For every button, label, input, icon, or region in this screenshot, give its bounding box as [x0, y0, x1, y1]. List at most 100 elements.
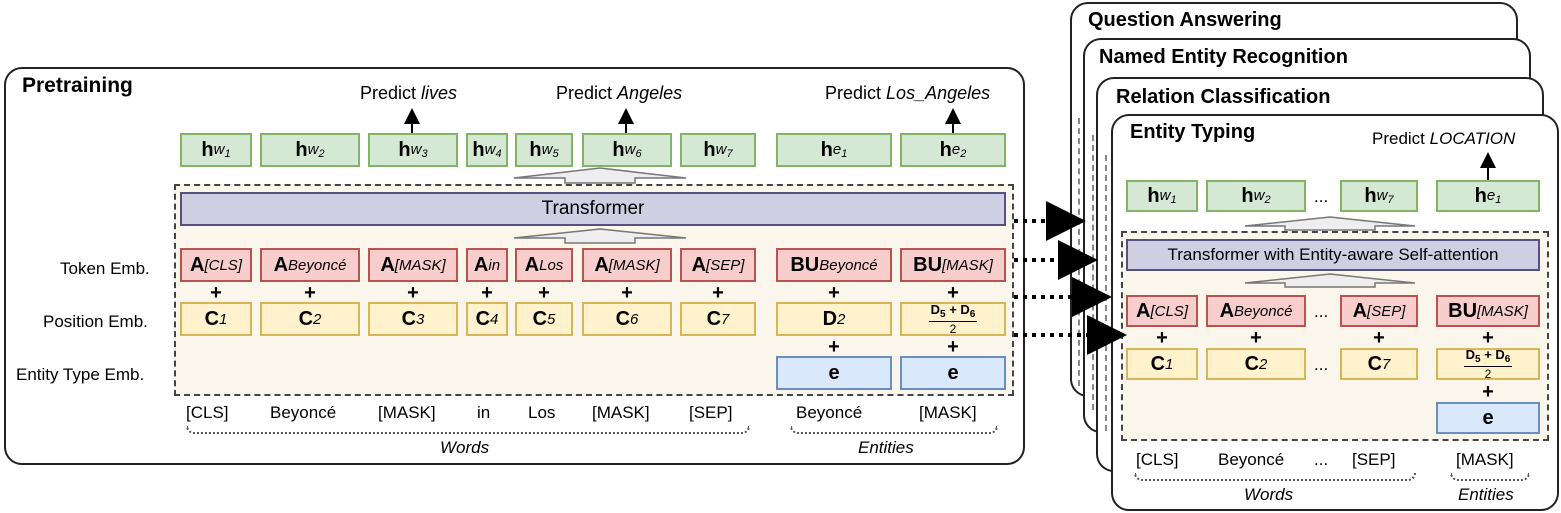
et-entity-type-emb: e	[1436, 402, 1540, 434]
token-emb-mask-1: A[MASK]	[368, 248, 458, 282]
pretraining-transformer: Transformer	[180, 192, 1006, 226]
row-label-token-emb: Token Emb.	[60, 259, 150, 278]
pos-emb-d-fraction: D5 + D6 2	[900, 302, 1006, 336]
plus-sign: +	[712, 282, 724, 304]
predict-location-label: Predict LOCATION	[1372, 129, 1516, 148]
et-token-emb-cls: A[CLS]	[1126, 295, 1198, 327]
fraction: D5 + D6 2	[1463, 347, 1513, 381]
up-block-arrow	[1244, 273, 1416, 288]
up-block-arrow	[513, 228, 687, 244]
plus-sign: +	[1373, 327, 1385, 349]
predict-los-angeles-label: Predict Los_Angeles	[825, 83, 991, 103]
et-input-word: [SEP]	[1352, 450, 1396, 469]
task-title-question-answering: Question Answering	[1088, 9, 1282, 31]
token-emb-sep: A[SEP]	[680, 248, 756, 282]
et-entities-group-label: Entities	[1458, 485, 1514, 504]
entity-emb-mask: BU[MASK]	[900, 248, 1006, 282]
predict-lives-label: Predict lives	[360, 83, 458, 103]
task-title-entity-typing: Entity Typing	[1130, 121, 1256, 143]
et-input-word: [CLS]	[1136, 450, 1179, 469]
plus-sign: +	[304, 282, 316, 304]
row-label-position-emb: Position Emb.	[43, 312, 148, 331]
et-ellipsis: ...	[1314, 450, 1329, 469]
et-entity-emb-mask: BU[MASK]	[1436, 295, 1540, 327]
up-block-arrow	[513, 167, 687, 184]
input-word: [SEP]	[689, 403, 733, 422]
input-entity: [MASK]	[919, 403, 977, 422]
et-ellipsis: ...	[1314, 302, 1329, 321]
fraction: D5 + D6 2	[928, 302, 978, 336]
task-title-relation-classification: Relation Classification	[1116, 86, 1331, 108]
up-block-arrow	[1244, 216, 1416, 231]
predict-angeles-label: Predict Angeles	[556, 83, 683, 103]
plus-sign: +	[947, 336, 959, 358]
plus-sign: +	[621, 282, 633, 304]
et-transformer-entity-aware: Transformer with Entity-aware Self-atten…	[1126, 239, 1540, 271]
input-word: Los	[528, 403, 556, 422]
input-word: in	[477, 403, 491, 422]
plus-sign: +	[1250, 327, 1262, 349]
plus-sign: +	[538, 282, 550, 304]
task-title-ner: Named Entity Recognition	[1099, 46, 1348, 68]
et-input-word: Beyoncé	[1218, 450, 1285, 469]
input-word: [MASK]	[378, 403, 436, 422]
input-word: Beyoncé	[270, 403, 337, 422]
plus-sign: +	[481, 282, 493, 304]
input-word: [MASK]	[592, 403, 650, 422]
token-emb-mask-2: A[MASK]	[582, 248, 672, 282]
token-emb-cls: A[CLS]	[180, 248, 252, 282]
entities-group-label: Entities	[858, 438, 914, 457]
plus-sign: +	[1482, 381, 1494, 403]
et-ellipsis: ...	[1314, 355, 1329, 374]
et-ellipsis: ...	[1314, 187, 1329, 206]
et-input-entity: [MASK]	[1456, 450, 1514, 469]
input-entity: Beyoncé	[796, 403, 863, 422]
entity-type-emb-1: e	[776, 356, 892, 390]
plus-sign: +	[828, 336, 840, 358]
entity-type-emb-2: e	[900, 356, 1006, 390]
words-group-label: Words	[440, 438, 490, 457]
plus-sign: +	[1156, 327, 1168, 349]
plus-sign: +	[947, 282, 959, 304]
input-word: [CLS]	[186, 403, 229, 422]
plus-sign: +	[828, 282, 840, 304]
plus-sign: +	[1482, 327, 1494, 349]
et-token-emb-sep: A[SEP]	[1340, 295, 1418, 327]
row-label-entity-type-emb: Entity Type Emb.	[16, 365, 145, 384]
et-pos-emb-d-fraction: D5 + D6 2	[1436, 348, 1540, 380]
plus-sign: +	[210, 282, 222, 304]
pretraining-title: Pretraining	[22, 74, 133, 97]
plus-sign: +	[407, 282, 419, 304]
et-words-group-label: Words	[1244, 485, 1294, 504]
